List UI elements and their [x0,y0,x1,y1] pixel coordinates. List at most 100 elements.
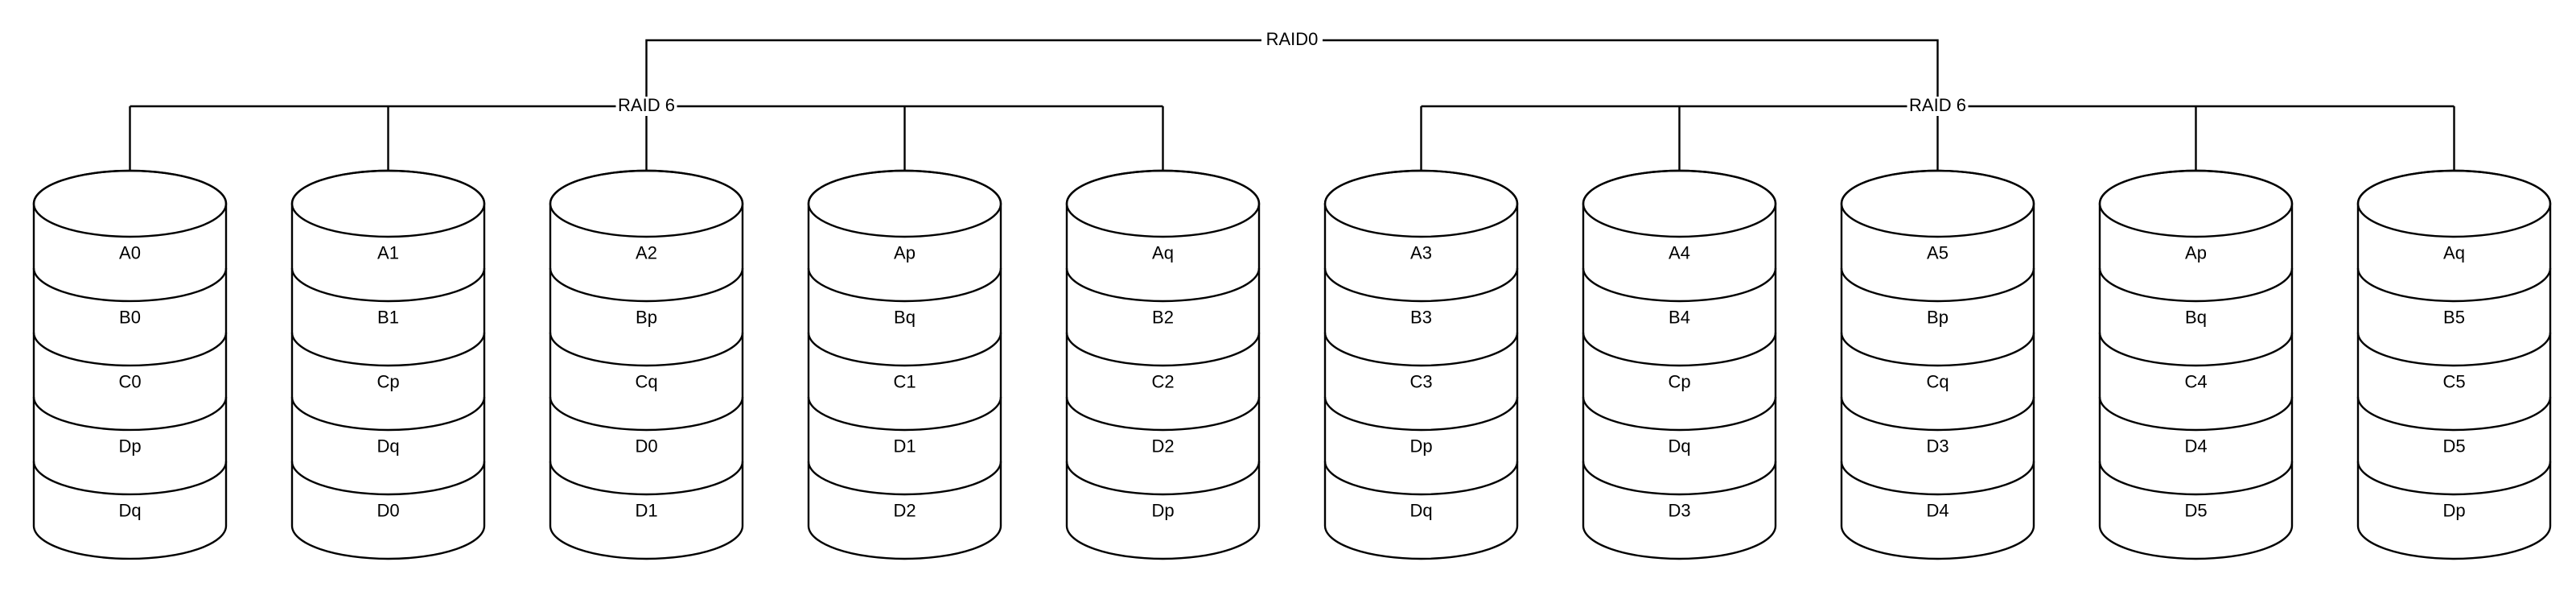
block-separator [1323,461,1519,496]
block-label: Aq [2443,242,2465,262]
block-label: Dq [1668,436,1690,456]
block-separator [1323,332,1519,367]
block-separator [2098,267,2294,303]
block-label: Ap [894,242,916,262]
block-label: A1 [377,242,399,262]
block-label: D2 [893,500,916,520]
block-separator [549,332,744,367]
block-label: B3 [1410,307,1432,327]
disk-top [1323,169,1519,238]
block-label: A5 [1927,242,1948,262]
block-label: B0 [119,307,141,327]
block-separator [807,461,1002,496]
block-separator [2098,461,2294,496]
disk-top [1065,169,1261,238]
block-label: D5 [2442,436,2465,456]
block-label: C0 [118,371,141,391]
disk-top [549,169,744,238]
block-separator [1065,332,1261,367]
block-label: C4 [2184,371,2207,391]
block-label: B1 [377,307,399,327]
block-separator [1840,461,2035,496]
block-label: D3 [1926,436,1948,456]
block-separator [32,396,228,432]
block-separator [32,461,228,496]
block-separator [1840,332,2035,367]
block-label: C3 [1409,371,1432,391]
block-separator [290,461,486,496]
raid6-label-1: RAID 6 [1909,95,1966,115]
block-label: Dq [377,436,399,456]
block-separator [2098,332,2294,367]
block-separator [1323,396,1519,432]
block-label: Dp [2442,500,2465,520]
raid6-label-0: RAID 6 [618,95,675,115]
disk-top [2098,169,2294,238]
block-label: A0 [119,242,141,262]
disk-top [807,169,1002,238]
block-label: Bq [894,307,916,327]
block-label: Dp [1409,436,1432,456]
block-separator [807,396,1002,432]
block-separator [290,332,486,367]
block-label: Dp [118,436,141,456]
block-label: D1 [635,500,657,520]
block-separator [1323,267,1519,303]
block-separator [1840,396,2035,432]
block-label: Cp [377,371,399,391]
block-label: Ap [2185,242,2207,262]
block-separator [1582,267,1777,303]
block-separator [32,332,228,367]
block-label: C1 [893,371,916,391]
disk-top [2356,169,2552,238]
block-separator [1582,396,1777,432]
block-separator [549,267,744,303]
block-label: Dp [1151,500,1174,520]
block-label: Bp [636,307,657,327]
block-label: Cq [1926,371,1948,391]
block-label: B5 [2443,307,2465,327]
block-label: B2 [1152,307,1174,327]
block-separator [290,267,486,303]
block-label: D0 [377,500,399,520]
block-label: Cq [635,371,657,391]
block-label: D3 [1668,500,1690,520]
block-separator [807,267,1002,303]
block-label: Bp [1927,307,1948,327]
block-separator [1840,267,2035,303]
block-label: Aq [1152,242,1174,262]
block-separator [807,332,1002,367]
block-separator [2356,332,2552,367]
disk-top [290,169,486,238]
block-separator [1065,461,1261,496]
block-separator [1582,332,1777,367]
block-label: Cp [1668,371,1690,391]
block-separator [1065,267,1261,303]
block-separator [1065,396,1261,432]
block-label: B4 [1669,307,1690,327]
disk-top [1582,169,1777,238]
block-separator [2356,267,2552,303]
block-separator [2356,396,2552,432]
block-separator [32,267,228,303]
block-label: A2 [636,242,657,262]
block-separator [2098,396,2294,432]
block-label: C2 [1151,371,1174,391]
block-separator [1582,461,1777,496]
block-label: A4 [1669,242,1690,262]
block-label: Dq [118,500,141,520]
block-label: D4 [2184,436,2207,456]
raid0-bus [645,39,1939,106]
block-label: D1 [893,436,916,456]
block-separator [549,461,744,496]
block-label: A3 [1410,242,1432,262]
